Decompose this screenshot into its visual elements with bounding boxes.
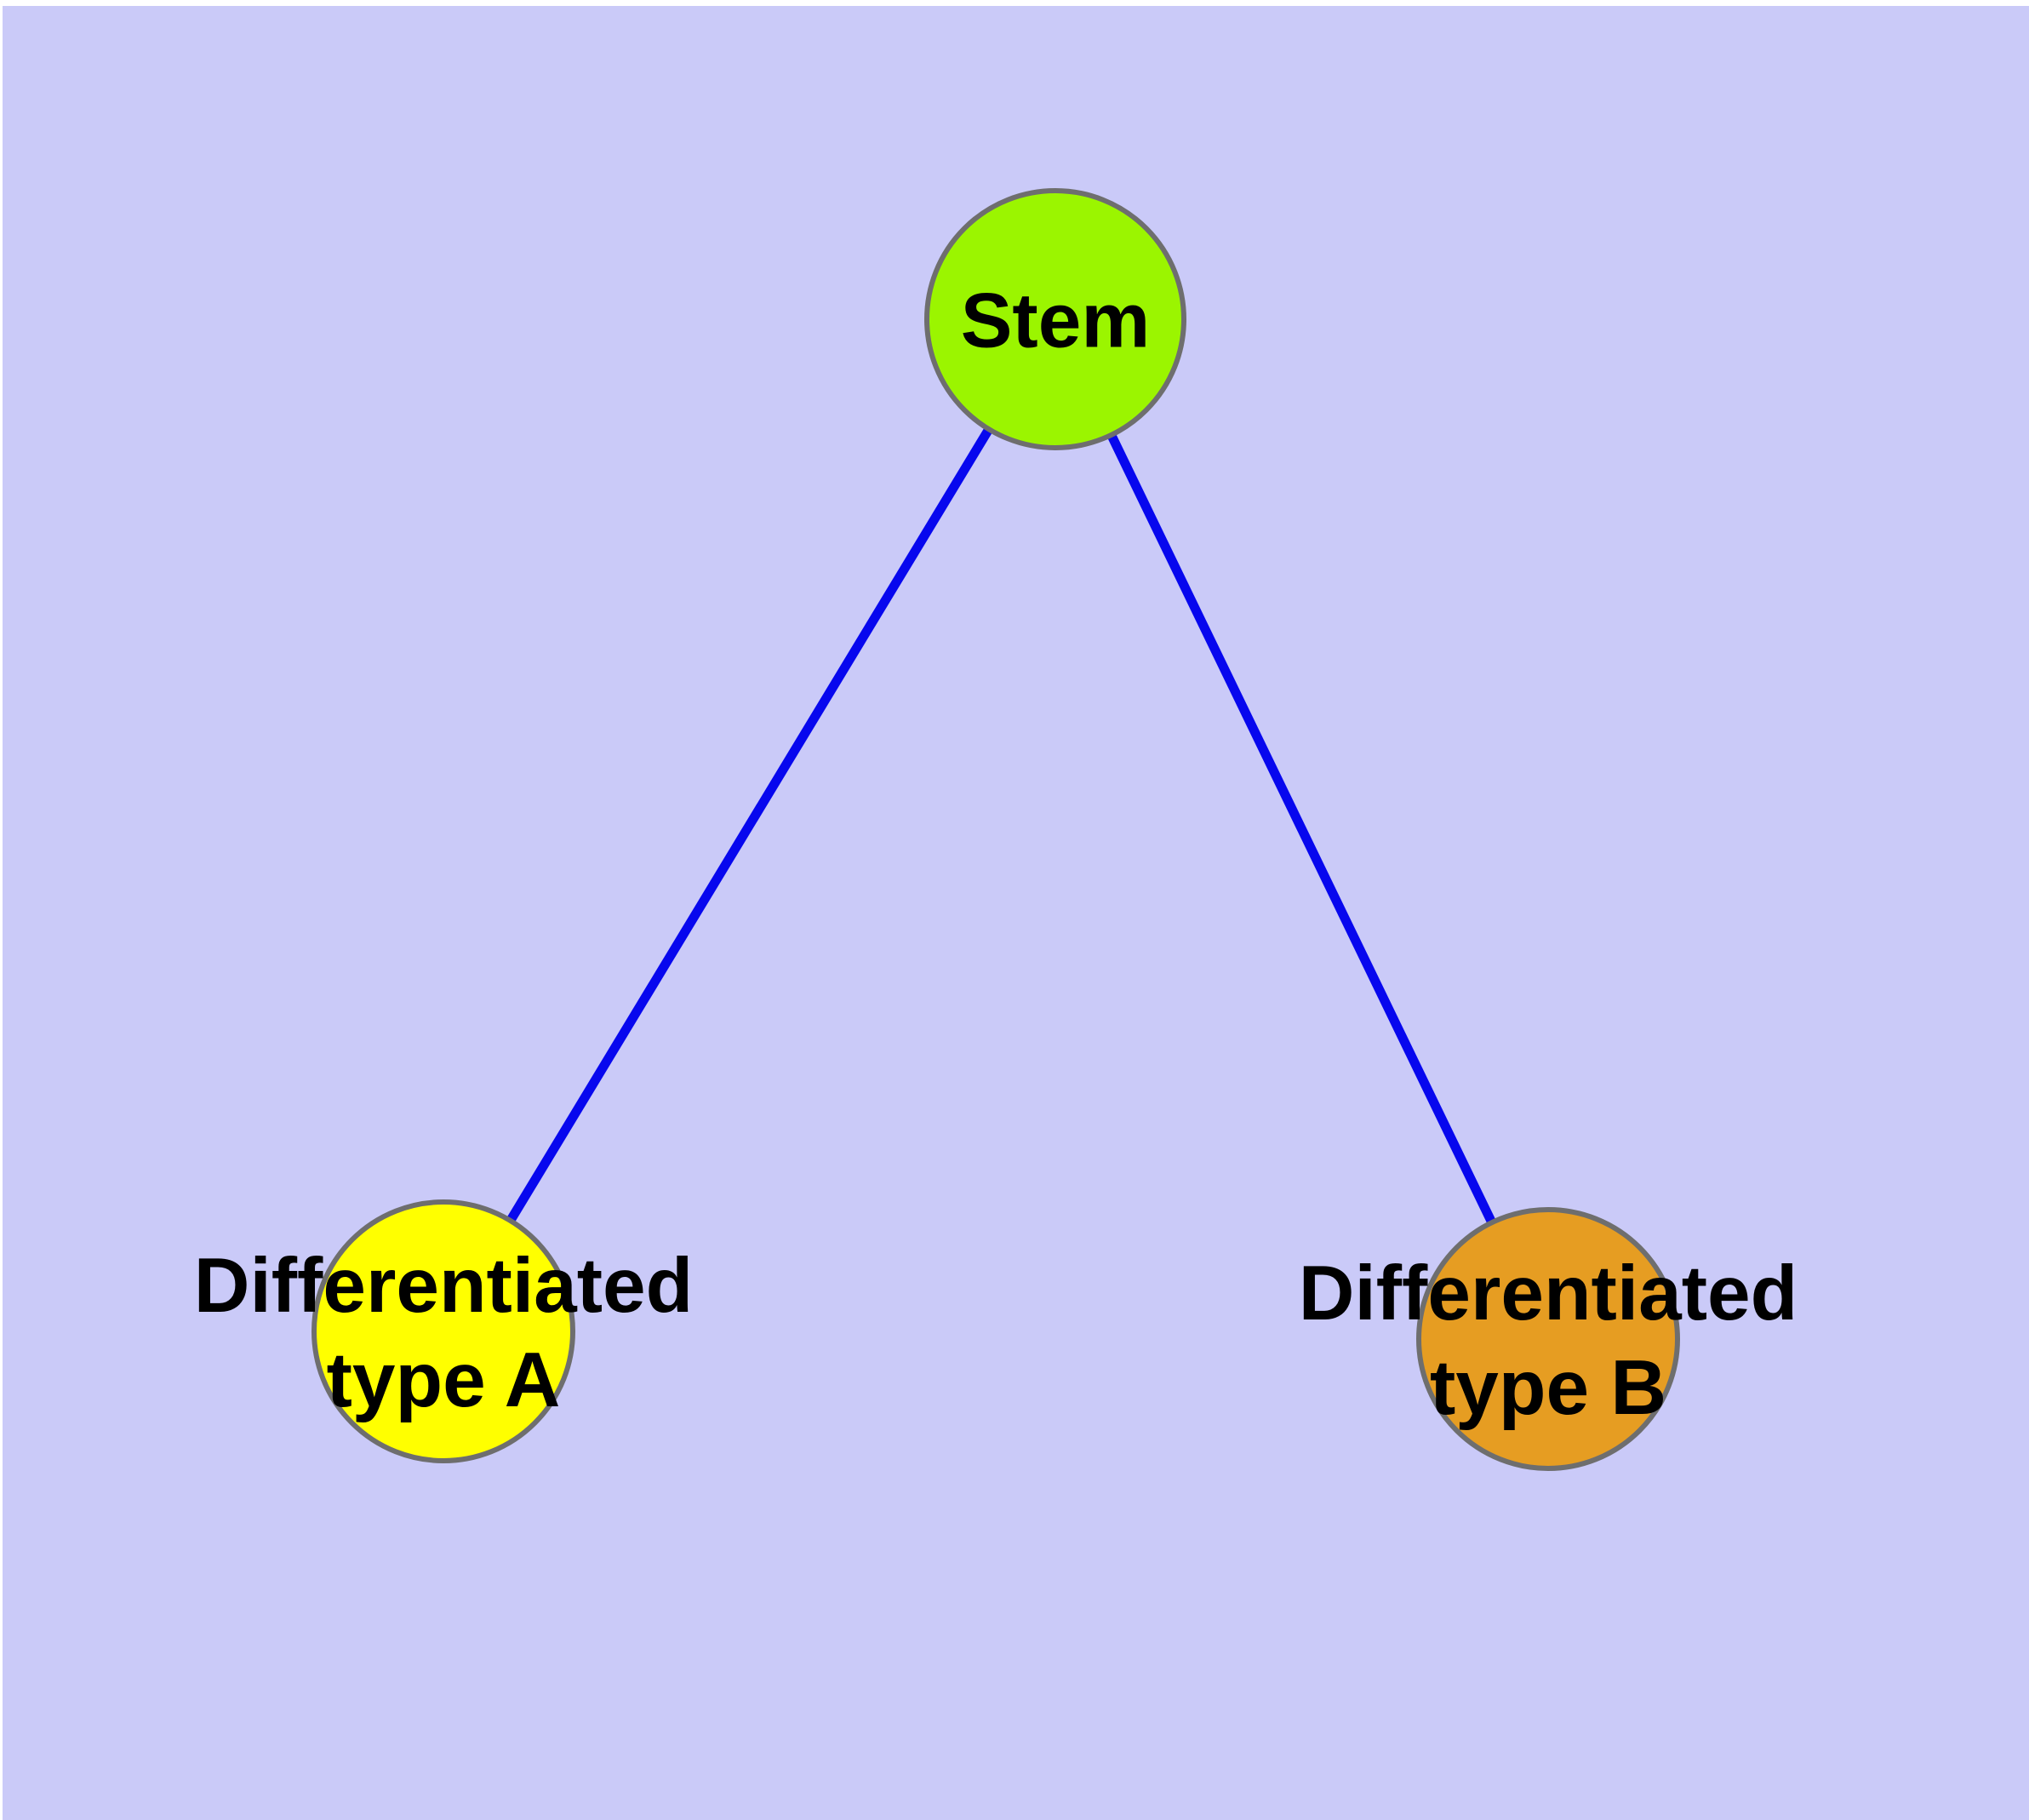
node-diff-b-circle (1416, 1207, 1680, 1471)
node-stem-label: Stem (961, 278, 1151, 364)
edge-layer (439, 317, 1552, 1342)
node-diff-a-label-line: type A (327, 1337, 561, 1423)
edge-stem-diff-a (439, 317, 1060, 1334)
node-diff-b-label-line: Differentiated (1299, 1251, 1798, 1336)
node-layer (311, 188, 1680, 1471)
node-diff-b-label-line: type B (1430, 1345, 1666, 1431)
node-diff-b-label: Differentiated type B (1299, 1251, 1798, 1431)
node-stem-label-line: Stem (961, 278, 1151, 364)
node-diff-a-circle (311, 1199, 575, 1463)
edge-stem-diff-b (1051, 317, 1552, 1342)
node-diff-a-label-line: Differentiated (194, 1243, 694, 1329)
node-stem-circle (924, 188, 1186, 450)
